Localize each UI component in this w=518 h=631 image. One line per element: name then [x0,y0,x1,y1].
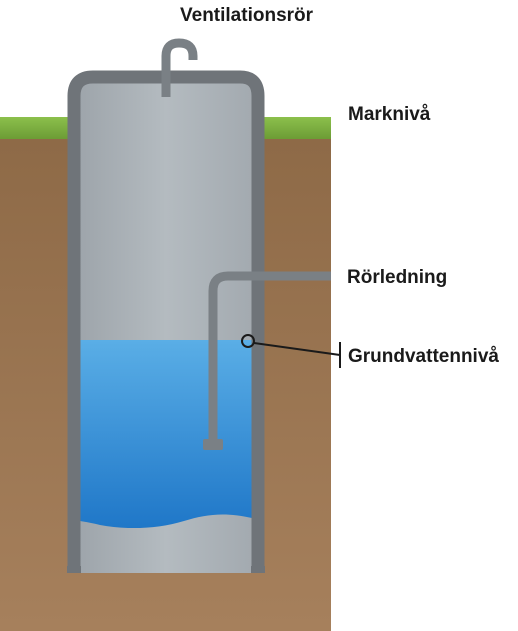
label-pipeline: Rörledning [347,267,447,288]
label-vent-pipe: Ventilationsrör [180,5,314,26]
groundwater-marker [241,334,255,348]
pipeline [208,271,331,440]
groundwater [80,340,252,529]
casing-foot-right [251,566,265,573]
label-ground-level: Marknivå [348,104,431,125]
vent-pipe [161,38,198,97]
label-groundwater-level: Grundvattennivå [348,346,499,367]
groundwater-leader-line [253,342,341,356]
pipeline-intake [203,439,223,450]
casing-foot-left [67,566,81,573]
